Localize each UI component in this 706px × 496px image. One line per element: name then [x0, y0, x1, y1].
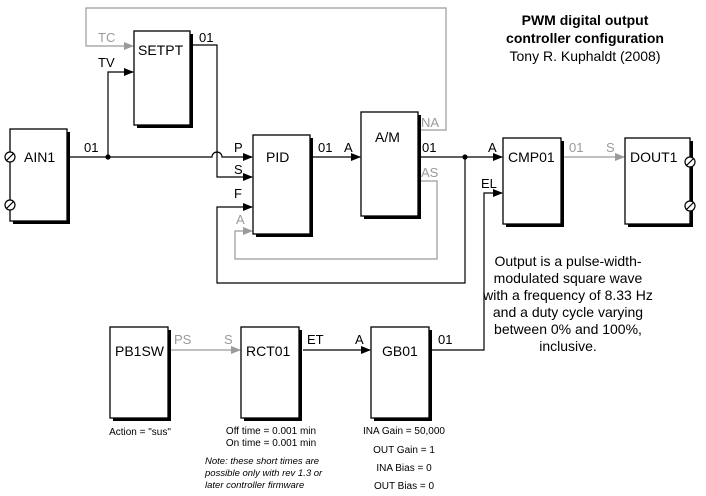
block-cmp01: CMP01: [502, 137, 564, 227]
port-pb-out: PS: [174, 332, 192, 347]
block-gb01-label: GB01: [382, 343, 418, 359]
port-cmp-el: EL: [481, 176, 497, 191]
wire-setpt-pid-s: [193, 44, 253, 181]
block-setpt-label: SETPT: [138, 42, 184, 58]
note-line: later controller firmware: [205, 480, 304, 491]
wire-am-na-setpt-tc: [85, 7, 447, 131]
port-am-a: A: [344, 140, 353, 155]
param-gb-ina-gain: INA Gain = 50,000: [363, 426, 445, 437]
wire-feedback-pid-f: [216, 157, 466, 284]
port-am-na: NA: [421, 115, 439, 130]
port-ain1-out: 01: [84, 140, 98, 155]
block-gb01: GB01: [370, 326, 432, 421]
block-setpt: SETPT: [133, 30, 193, 128]
port-setpt-tc: TC: [98, 30, 115, 45]
diagram-title: PWM digital output controller configurat…: [506, 12, 664, 64]
description-line: inclusive.: [539, 338, 597, 354]
param-rct-off-time: Off time = 0.001 min: [226, 426, 316, 437]
port-pid-s: S: [234, 162, 243, 177]
terminal-screw-icon: [684, 156, 696, 168]
wire-ain1-setpt-tv: [107, 68, 134, 157]
note-line: Note: these short times are: [205, 456, 319, 467]
output-description: Output is a pulse-width- modulated squar…: [482, 253, 653, 354]
block-rct01: RCT01: [240, 326, 302, 421]
port-cmp-a: A: [488, 140, 497, 155]
port-labels: 01 TC TV 01 P S F A 01 A 01 NA AS A EL 0…: [84, 30, 615, 347]
block-pid: PID: [252, 134, 313, 237]
firmware-note: Note: these short times are possible onl…: [204, 456, 323, 491]
block-pb1sw: PB1SW: [109, 326, 171, 421]
wire-gb-cmp-el: [430, 189, 503, 351]
port-rct-s: S: [224, 332, 233, 347]
param-gb-ina-bias: INA Bias = 0: [376, 463, 432, 474]
port-pid-f: F: [234, 186, 242, 201]
description-line: modulated square wave: [494, 270, 643, 286]
block-dout1-label: DOUT1: [630, 149, 678, 165]
block-ain1-label: AIN1: [24, 149, 55, 165]
port-pid-p: P: [234, 140, 243, 155]
author-credit: Tony R. Kuphaldt (2008): [510, 48, 661, 64]
block-pid-label: PID: [266, 149, 289, 165]
block-ain1: AIN1: [4, 128, 70, 224]
port-am-as: AS: [421, 165, 439, 180]
port-rct-out: ET: [307, 332, 324, 347]
terminal-screw-icon: [684, 200, 696, 212]
wire-am-as-pid-a: [234, 180, 438, 260]
port-pid-out: 01: [318, 140, 332, 155]
port-gb-a: A: [355, 332, 364, 347]
block-am-label: A/M: [375, 129, 400, 145]
wire-ain1-pid-p: [108, 151, 253, 161]
description-line: between 0% and 100%,: [494, 321, 642, 337]
block-am: A/M: [360, 111, 421, 219]
terminal-screw-icon: [4, 199, 16, 211]
title-line-2: controller configuration: [506, 30, 664, 46]
block-rct01-label: RCT01: [246, 343, 291, 359]
param-gb-out-bias: OUT Bias = 0: [374, 481, 435, 492]
note-line: possible only with rev 1.3 or: [204, 468, 323, 479]
block-parameters: Action = "sus" Off time = 0.001 min On t…: [109, 426, 445, 492]
block-pb1sw-label: PB1SW: [115, 343, 165, 359]
port-setpt-tv: TV: [98, 55, 115, 70]
description-line: with a frequency of 8.33 Hz: [482, 287, 653, 303]
wires: [70, 44, 503, 354]
port-pid-a: A: [236, 212, 245, 227]
port-setpt-out: 01: [199, 30, 213, 45]
title-line-1: PWM digital output: [522, 12, 649, 28]
param-rct-on-time: On time = 0.001 min: [226, 438, 316, 449]
port-dout-s: S: [606, 140, 615, 155]
block-dout1: DOUT1: [624, 137, 696, 227]
inactive-wires: [85, 7, 625, 354]
port-am-out: 01: [422, 140, 436, 155]
terminal-screw-icon: [4, 151, 16, 163]
description-line: Output is a pulse-width-: [494, 253, 641, 269]
port-cmp-out: 01: [569, 140, 583, 155]
param-pb1sw-action: Action = "sus": [109, 427, 171, 438]
param-gb-out-gain: OUT Gain = 1: [373, 445, 435, 456]
description-line: and a duty cycle varying: [493, 304, 643, 320]
port-gb-out: 01: [438, 332, 452, 347]
block-cmp01-label: CMP01: [508, 149, 555, 165]
